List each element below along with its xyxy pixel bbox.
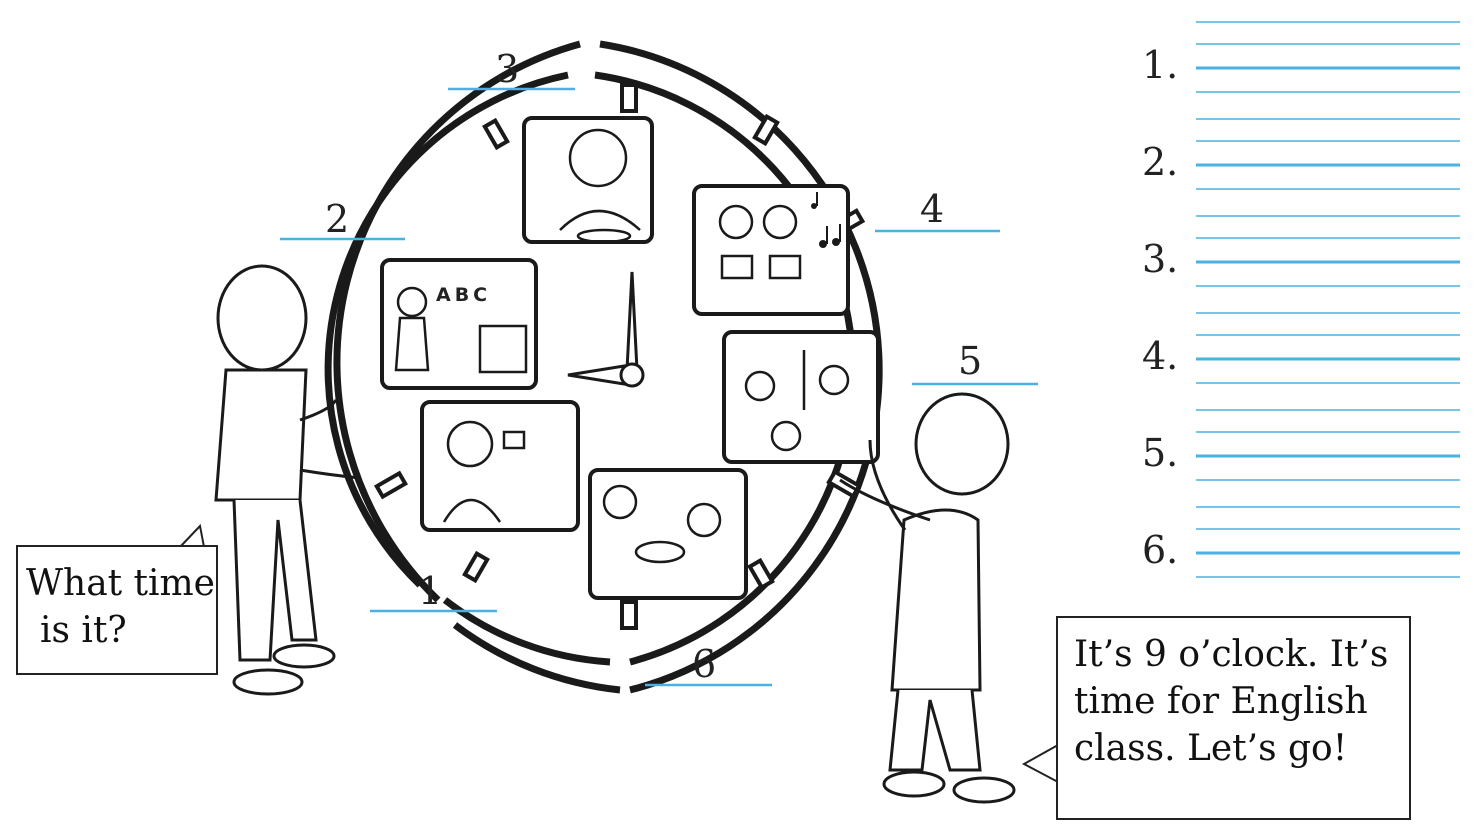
answer-number-6: 6. [1142, 528, 1179, 572]
clock-label-2: 2 [325, 197, 350, 241]
clock-hands [567, 271, 645, 388]
answer-number-2: 2. [1142, 140, 1179, 184]
bubble-line: time for English [1074, 680, 1368, 722]
bubble-line: is it? [40, 609, 127, 651]
soccer-ball-icon [770, 420, 802, 452]
answer-number-5: 5. [1142, 431, 1179, 475]
bubble-line: class. Let’s go! [1074, 727, 1348, 769]
hour-hand [567, 364, 626, 386]
clock-label-1: 1 [418, 569, 443, 613]
boy-left [214, 264, 361, 696]
clock-answer-lines [280, 87, 1038, 687]
boy-right [839, 392, 1016, 804]
speech-bubble-question: What time is it? [16, 545, 218, 675]
picture-pe-class [722, 330, 880, 464]
answer-number-3: 3. [1142, 237, 1179, 281]
speech-bubble-answer: It’s 9 o’clock. It’s time for English cl… [1056, 616, 1411, 820]
clock-label-6: 6 [692, 642, 717, 686]
left-bubble-tail [177, 523, 206, 548]
answer-number-1: 1. [1142, 43, 1179, 87]
clock-center [619, 362, 645, 388]
clock-label-4: 4 [920, 187, 945, 231]
minute-hand [625, 271, 639, 372]
answer-number-4: 4. [1142, 334, 1179, 378]
bubble-line: It’s 9 o’clock. It’s [1074, 634, 1389, 675]
picture-music-class [692, 184, 850, 316]
clock-label-5: 5 [958, 339, 983, 383]
picture-drinking [420, 400, 580, 532]
bubble-line: What time [26, 563, 215, 604]
right-bubble-tail [1021, 743, 1059, 784]
picture-dinner [588, 468, 748, 600]
clock-label-3: 3 [495, 47, 520, 91]
answer-sheet-lines [1196, 21, 1460, 578]
blackboard-text: ABC [436, 284, 492, 306]
music-notes-icon [811, 192, 841, 248]
